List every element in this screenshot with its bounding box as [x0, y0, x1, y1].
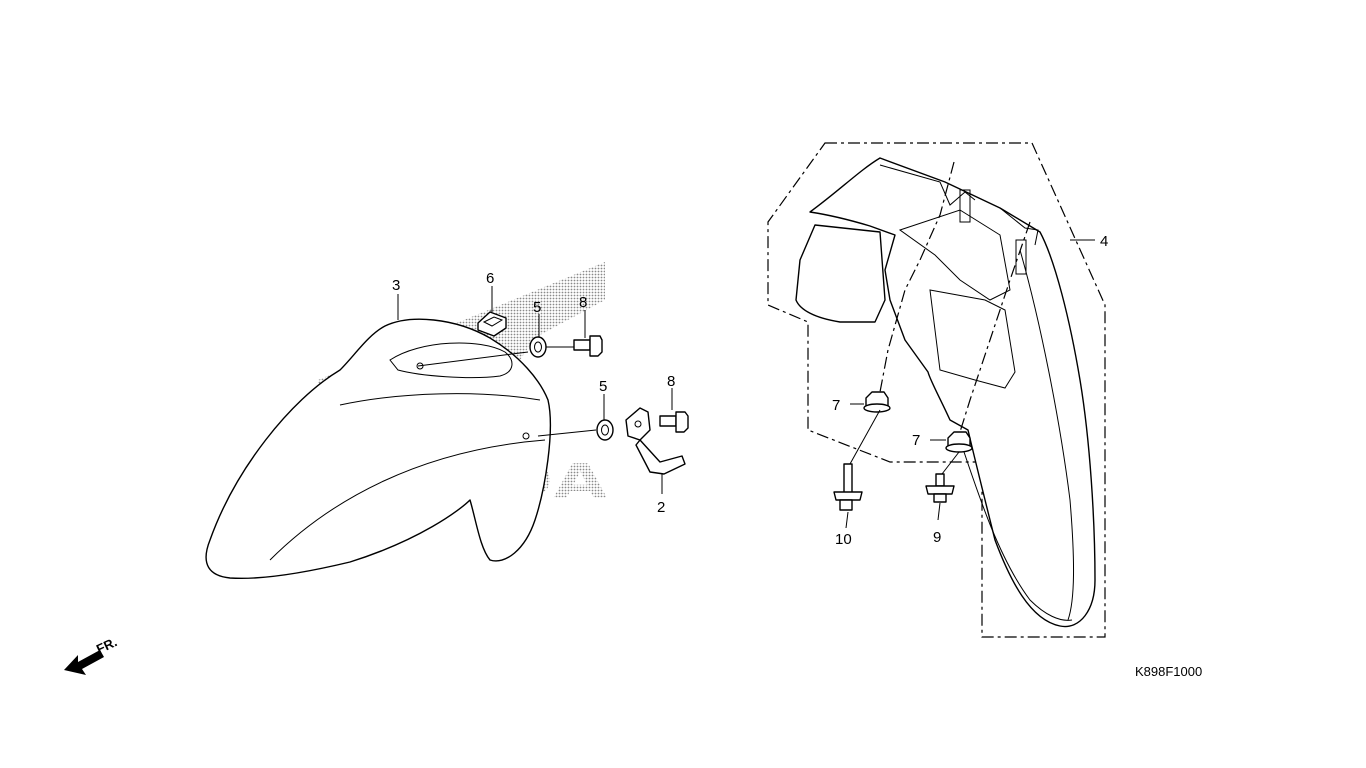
callout-8-lower: 8 — [667, 373, 675, 390]
bolt-short — [925, 473, 955, 503]
screw-right — [945, 431, 973, 453]
callout-5-upper: 5 — [533, 299, 541, 316]
direction-label: FR. — [94, 634, 119, 656]
hose-clamp — [625, 407, 686, 475]
callout-3: 3 — [392, 277, 400, 294]
callout-7-left: 7 — [832, 397, 840, 414]
callout-6: 6 — [486, 270, 494, 287]
callout-2: 2 — [657, 499, 665, 516]
front-fender — [205, 318, 552, 580]
leader-lines-left — [397, 286, 673, 494]
inner-fender — [767, 142, 1106, 638]
front-direction-arrow: FR. — [64, 634, 119, 675]
clip-nut — [477, 311, 507, 337]
grommet-upper — [529, 336, 547, 358]
bolt-long — [833, 463, 863, 511]
bolt-upper — [573, 335, 603, 357]
drawing-code: K898F1000 — [1135, 664, 1202, 679]
callout-7-right: 7 — [912, 432, 920, 449]
callout-4: 4 — [1100, 233, 1108, 250]
callout-8-upper: 8 — [579, 294, 587, 311]
callout-10: 10 — [835, 531, 852, 548]
callout-5-lower: 5 — [599, 378, 607, 395]
callout-9: 9 — [933, 529, 941, 546]
callout-labels: 2 3 4 5 5 6 7 7 8 8 9 10 — [392, 233, 1108, 548]
screw-left — [863, 391, 891, 413]
leader-lines-right — [845, 161, 1095, 529]
grommet-lower — [596, 419, 614, 441]
assembly-boundary — [767, 142, 1106, 638]
bolt-lower — [659, 411, 689, 433]
